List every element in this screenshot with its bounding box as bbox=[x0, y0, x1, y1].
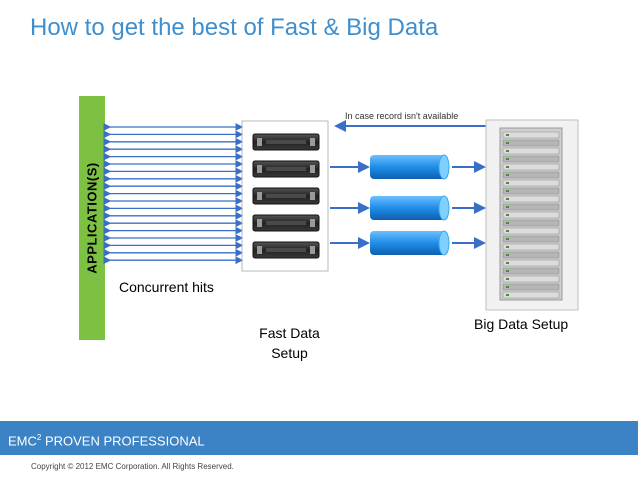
big-data-label: Big Data Setup bbox=[474, 316, 569, 332]
fast-data-label: Fast Data Setup bbox=[259, 325, 320, 361]
concurrent-hits-label: Concurrent hits bbox=[119, 279, 214, 295]
concurrent-hit-arrows bbox=[103, 123, 244, 265]
rack-server-icon bbox=[252, 133, 320, 151]
footer-brand-superscript: 2 bbox=[36, 433, 42, 442]
footer-bar: EMC2 PROVEN PROFESSIONAL bbox=[0, 421, 638, 455]
cylinder-icon bbox=[370, 230, 450, 256]
rack-server-icon bbox=[252, 214, 320, 232]
application-bar bbox=[79, 96, 105, 340]
rack-units bbox=[502, 131, 560, 299]
slide-title: How to get the best of Fast & Big Data bbox=[30, 14, 439, 41]
architecture-diagram bbox=[103, 119, 579, 311]
cylinder-icon bbox=[370, 195, 450, 221]
data-flow-arrows bbox=[330, 154, 486, 256]
rack-server-icon bbox=[252, 160, 320, 178]
server-rack-icon bbox=[485, 119, 579, 311]
fast-data-servers bbox=[252, 133, 320, 259]
footer-brand-name: EMC bbox=[8, 433, 37, 449]
fallback-note: In case record isn't available bbox=[345, 111, 459, 121]
footer-brand-suffix: PROVEN PROFESSIONAL bbox=[41, 433, 205, 449]
fast-data-box bbox=[241, 120, 329, 272]
cylinder-icon bbox=[370, 154, 450, 180]
rack-server-icon bbox=[252, 187, 320, 205]
copyright-notice: Copyright © 2012 EMC Corporation. All Ri… bbox=[31, 462, 234, 471]
footer-brand: EMC2 PROVEN PROFESSIONAL bbox=[8, 433, 205, 448]
rack-server-icon bbox=[252, 241, 320, 259]
